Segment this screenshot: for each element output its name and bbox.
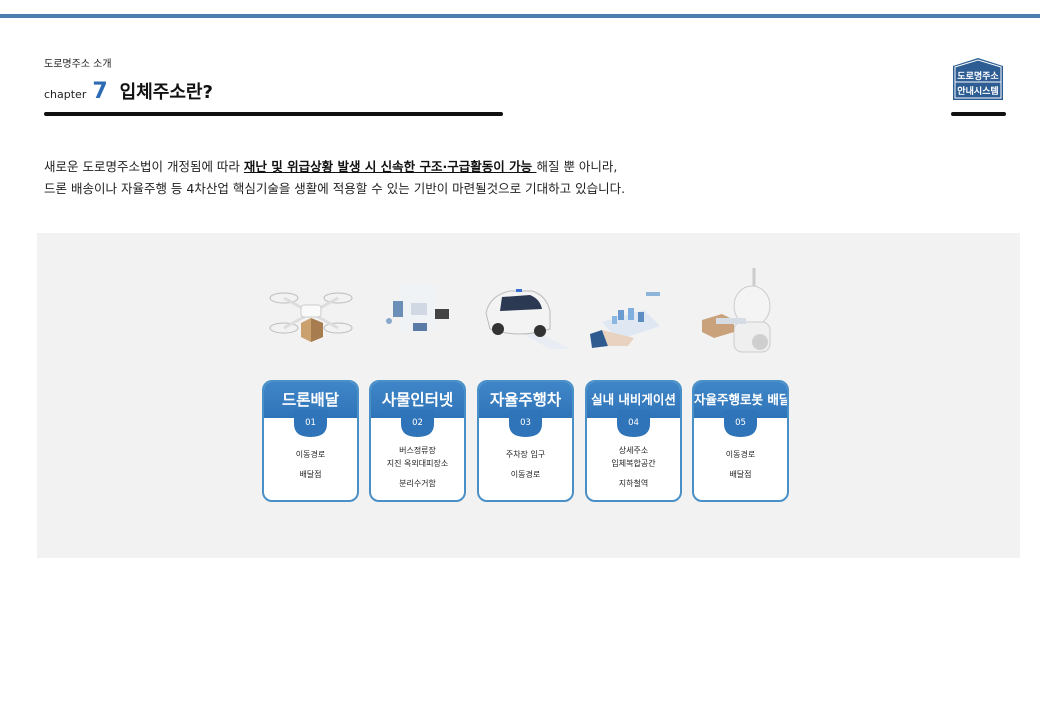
intro-highlight: 재난 및 위급상황 발생 시 신속한 구조·구급활동이 가능 bbox=[243, 159, 537, 174]
iot-devices-icon bbox=[386, 285, 449, 331]
card-item: 버스정류장 bbox=[399, 446, 436, 455]
intro-paragraph: 새로운 도로명주소법이 개정됨에 따라 재난 및 위급상황 발생 시 신속한 구… bbox=[44, 156, 625, 200]
card-number: 02 bbox=[412, 418, 423, 428]
section-label: 도로명주소 소개 bbox=[44, 59, 112, 70]
card-item: 배달점 bbox=[299, 470, 322, 479]
card-item: 지하철역 bbox=[618, 479, 649, 488]
chapter-heading: chapter 7 입체주소란? bbox=[44, 78, 213, 104]
intro-line-1-pre: 새로운 도로명주소법이 개정됨에 따라 bbox=[44, 159, 244, 174]
intro-line-1-post: 해질 뿐 아니라, bbox=[536, 159, 618, 174]
title-underline bbox=[44, 112, 503, 116]
page-title: 입체주소란? bbox=[119, 82, 213, 103]
card-number: 04 bbox=[628, 418, 639, 428]
card-item: 이동경로 bbox=[725, 450, 756, 459]
card-number-badge-icon bbox=[617, 410, 650, 437]
card-number: 05 bbox=[735, 418, 746, 428]
card-number: 01 bbox=[305, 418, 316, 428]
chapter-word: chapter bbox=[44, 88, 87, 101]
card-item: 분리수거함 bbox=[399, 479, 436, 488]
card-item: 상세주소 bbox=[618, 446, 649, 455]
card-item: 배달점 bbox=[729, 470, 752, 479]
card-item: 이동경로 bbox=[510, 470, 541, 479]
card-title: 자율주행차 bbox=[479, 382, 572, 418]
site-logo[interactable]: 도로명주소 안내시스템 bbox=[951, 57, 1005, 101]
logo-text-line1: 도로명주소 bbox=[957, 72, 999, 82]
logo-underline bbox=[951, 112, 1006, 116]
chapter-number: 7 bbox=[92, 79, 108, 104]
card-item: 지진 옥외대피장소 bbox=[386, 459, 449, 468]
card-number-badge-icon bbox=[724, 410, 757, 437]
logo-badge-icon bbox=[953, 58, 1003, 100]
card-item: 이동경로 bbox=[295, 450, 326, 459]
top-accent-bar bbox=[0, 14, 1040, 18]
intro-line-2: 드론 배송이나 자율주행 등 4차산업 핵심기술을 생활에 적용할 수 있는 기… bbox=[44, 181, 626, 196]
autonomous-car-icon bbox=[485, 289, 570, 349]
card-number-badge-icon bbox=[294, 410, 327, 437]
drone-delivery-icon bbox=[269, 292, 353, 342]
intro-line-1: 새로운 도로명주소법이 개정됨에 따라 재난 및 위급상황 발생 시 신속한 구… bbox=[44, 156, 625, 178]
card-title: 드론배달 bbox=[264, 382, 357, 418]
card-item: 주차장 입구 bbox=[505, 450, 546, 459]
delivery-robot-icon bbox=[702, 268, 771, 353]
logo-text-line2: 안내시스템 bbox=[957, 87, 999, 97]
card-item: 입체복합공간 bbox=[611, 459, 656, 468]
indoor-navigation-icon bbox=[590, 292, 660, 348]
card-number: 03 bbox=[520, 418, 531, 428]
card-number-badge-icon bbox=[401, 410, 434, 437]
card-number-badge-icon bbox=[509, 410, 542, 437]
